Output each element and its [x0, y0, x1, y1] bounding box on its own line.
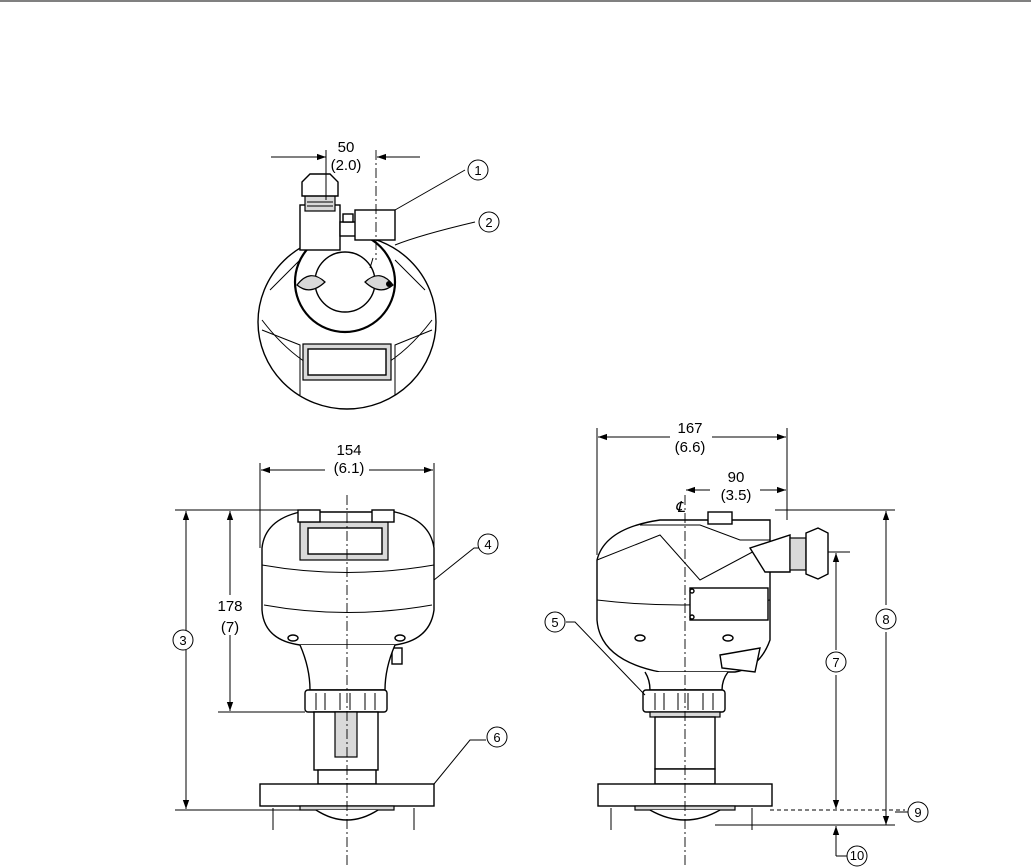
- callout-3: 3: [173, 630, 193, 650]
- svg-text:5: 5: [551, 615, 558, 630]
- callout-9: 9: [908, 802, 928, 822]
- svg-text:7: 7: [832, 655, 839, 670]
- svg-text:4: 4: [484, 537, 491, 552]
- callout-6: 6: [487, 727, 507, 747]
- callout-7: 7: [826, 652, 846, 672]
- dim-top-width-in: (2.0): [331, 157, 362, 174]
- svg-text:2: 2: [485, 215, 492, 230]
- svg-text:9: 9: [914, 805, 921, 820]
- callout-5: 5: [545, 612, 565, 632]
- front-view: 154 (6.1) 178 (7): [175, 440, 498, 865]
- dim-front-height-mm: 178: [217, 598, 242, 615]
- svg-text:6: 6: [493, 730, 500, 745]
- dim-side-offset-in: (3.5): [721, 487, 752, 504]
- svg-text:8: 8: [882, 612, 889, 627]
- dim-front-height-in: (7): [221, 619, 239, 636]
- callout-2: 2: [479, 212, 499, 232]
- callout-4: 4: [478, 534, 498, 554]
- svg-text:1: 1: [474, 163, 481, 178]
- svg-text:10: 10: [850, 848, 864, 863]
- callout-1: 1: [468, 160, 488, 180]
- callout-8: 8: [876, 609, 896, 629]
- side-view: ℄ 167 (6.6) 90 (3.5): [566, 418, 908, 865]
- dim-side-offset-mm: 90: [728, 469, 745, 486]
- callout-10: 10: [847, 846, 867, 866]
- dim-front-width-mm: 154: [336, 442, 361, 459]
- centerline-symbol: ℄: [675, 499, 685, 516]
- dim-side-width-mm: 167: [677, 420, 702, 437]
- dim-top-width-mm: 50: [338, 139, 355, 156]
- top-view: 50 (2.0): [258, 139, 475, 409]
- dim-side-width-in: (6.6): [675, 439, 706, 456]
- dim-front-width-in: (6.1): [334, 460, 365, 477]
- svg-text:3: 3: [179, 633, 186, 648]
